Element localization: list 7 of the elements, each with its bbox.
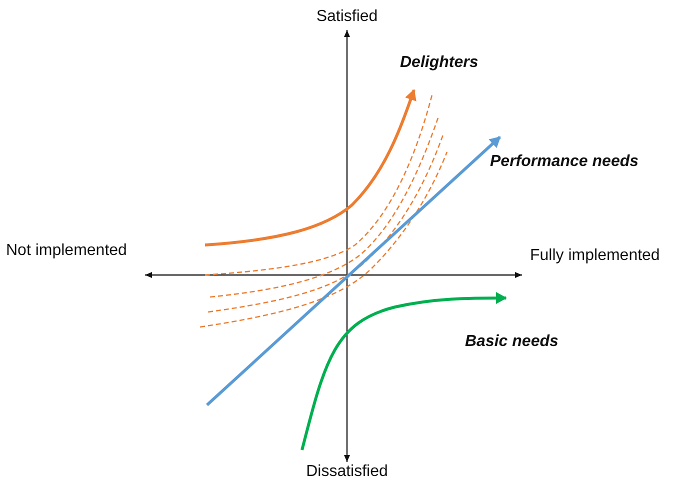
axis-label: Not implemented	[6, 243, 127, 259]
axis-label: Satisfied	[316, 9, 378, 25]
curve-label: Delighters	[400, 55, 478, 71]
curve-label: Performance needs	[490, 154, 639, 170]
axis-label: Fully implemented	[530, 248, 660, 264]
axis-label: Dissatisfied	[306, 464, 388, 480]
curve-label: Basic needs	[465, 334, 558, 350]
